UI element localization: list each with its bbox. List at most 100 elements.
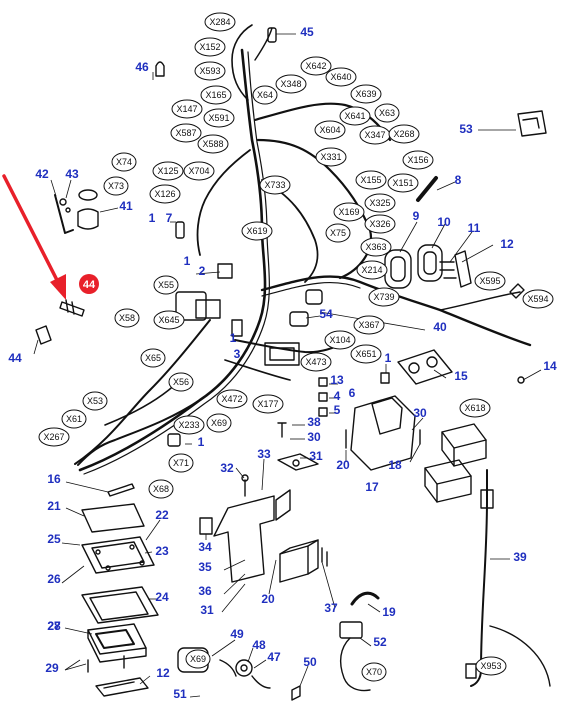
part-number-37[interactable]: 37 [324,601,338,615]
connector-x347[interactable]: X347 [359,125,391,145]
connector-x472[interactable]: X472 [216,389,248,409]
part-number-26[interactable]: 26 [47,572,61,586]
connector-x645[interactable]: X645 [153,310,185,330]
connector-x473[interactable]: X473 [300,352,332,372]
connector-x619[interactable]: X619 [241,221,273,241]
part-number-14[interactable]: 14 [543,359,557,373]
connector-x588[interactable]: X588 [197,134,229,154]
connector-x268[interactable]: X268 [388,124,420,144]
part-number-20[interactable]: 20 [336,458,350,472]
connector-x233[interactable]: X233 [173,415,205,435]
connector-x126[interactable]: X126 [149,184,181,204]
part-number-25[interactable]: 25 [47,532,61,546]
part-number-1[interactable]: 1 [230,331,237,345]
part-number-2[interactable]: 2 [199,264,206,278]
connector-x953[interactable]: X953 [475,656,507,676]
part-number-47[interactable]: 47 [267,650,281,664]
part-number-24[interactable]: 24 [155,590,169,604]
part-number-8[interactable]: 8 [455,173,462,187]
connector-x587[interactable]: X587 [170,123,202,143]
connector-x704[interactable]: X704 [183,161,215,181]
part-number-48[interactable]: 48 [252,638,266,652]
part-number-17[interactable]: 17 [365,480,379,494]
connector-x156[interactable]: X156 [402,150,434,170]
connector-x74[interactable]: X74 [111,152,137,172]
connector-x284[interactable]: X284 [204,12,236,32]
part-number-40[interactable]: 40 [433,320,447,334]
connector-x104[interactable]: X104 [324,330,356,350]
part-number-18[interactable]: 18 [388,458,402,472]
connector-x151[interactable]: X151 [387,173,419,193]
part-number-1[interactable]: 1 [149,211,156,225]
connector-x214[interactable]: X214 [356,260,388,280]
part-number-31[interactable]: 31 [200,603,214,617]
connector-x595[interactable]: X595 [474,271,506,291]
part-number-13[interactable]: 13 [330,373,344,387]
part-number-6[interactable]: 6 [349,386,356,400]
part-number-42[interactable]: 42 [35,167,49,181]
connector-x640[interactable]: X640 [325,67,357,87]
part-number-29[interactable]: 29 [45,661,59,675]
connector-x594[interactable]: X594 [522,289,554,309]
connector-x642[interactable]: X642 [300,56,332,76]
connector-x125[interactable]: X125 [152,161,184,181]
part-number-15[interactable]: 15 [454,369,468,383]
part-number-10[interactable]: 10 [437,215,451,229]
part-number-51[interactable]: 51 [173,687,187,701]
part-number-31[interactable]: 31 [309,449,323,463]
part-number-12[interactable]: 12 [156,666,170,680]
connector-x152[interactable]: X152 [194,37,226,57]
highlight-marker[interactable]: 44 [79,274,99,294]
part-number-16[interactable]: 16 [47,472,61,486]
part-number-35[interactable]: 35 [198,560,212,574]
part-number-9[interactable]: 9 [413,209,420,223]
connector-x348[interactable]: X348 [275,74,307,94]
connector-x367[interactable]: X367 [353,315,385,335]
part-number-44[interactable]: 44 [8,351,22,365]
connector-x733[interactable]: X733 [259,175,291,195]
part-number-7[interactable]: 7 [166,211,173,225]
connector-x604[interactable]: X604 [314,120,346,140]
part-number-23[interactable]: 23 [155,544,169,558]
part-number-30[interactable]: 30 [307,430,321,444]
part-number-39[interactable]: 39 [513,550,527,564]
connector-x331[interactable]: X331 [315,147,347,167]
connector-x69[interactable]: X69 [206,413,232,433]
connector-x165[interactable]: X165 [200,85,232,105]
part-number-4[interactable]: 4 [334,389,341,403]
connector-x63[interactable]: X63 [374,103,400,123]
part-number-5[interactable]: 5 [334,403,341,417]
connector-x64[interactable]: X64 [252,85,278,105]
part-number-46[interactable]: 46 [135,60,149,74]
part-number-27[interactable]: 27 [47,619,61,633]
part-number-49[interactable]: 49 [230,627,244,641]
part-number-11[interactable]: 11 [468,221,481,235]
connector-x618[interactable]: X618 [459,398,491,418]
part-number-1[interactable]: 1 [184,254,191,268]
connector-x169[interactable]: X169 [333,202,365,222]
part-number-1[interactable]: 1 [198,435,205,449]
part-number-41[interactable]: 41 [119,199,133,213]
connector-x739[interactable]: X739 [368,287,400,307]
part-number-53[interactable]: 53 [459,122,473,136]
part-number-34[interactable]: 34 [198,540,212,554]
part-number-52[interactable]: 52 [373,635,387,649]
part-number-50[interactable]: 50 [303,655,317,669]
connector-x70[interactable]: X70 [361,662,387,682]
part-number-33[interactable]: 33 [257,447,271,461]
part-number-20[interactable]: 20 [261,592,275,606]
connector-x71[interactable]: X71 [168,453,194,473]
part-number-30[interactable]: 30 [413,406,427,420]
connector-x58[interactable]: X58 [114,308,140,328]
part-number-45[interactable]: 45 [300,25,314,39]
connector-x53[interactable]: X53 [82,391,108,411]
connector-x55[interactable]: X55 [153,275,179,295]
connector-x65[interactable]: X65 [140,348,166,368]
part-number-36[interactable]: 36 [198,584,212,598]
part-number-22[interactable]: 22 [155,508,169,522]
connector-x61[interactable]: X61 [61,409,87,429]
connector-x641[interactable]: X641 [339,106,371,126]
part-number-21[interactable]: 21 [47,499,61,513]
connector-x68[interactable]: X68 [148,479,174,499]
connector-x639[interactable]: X639 [350,84,382,104]
